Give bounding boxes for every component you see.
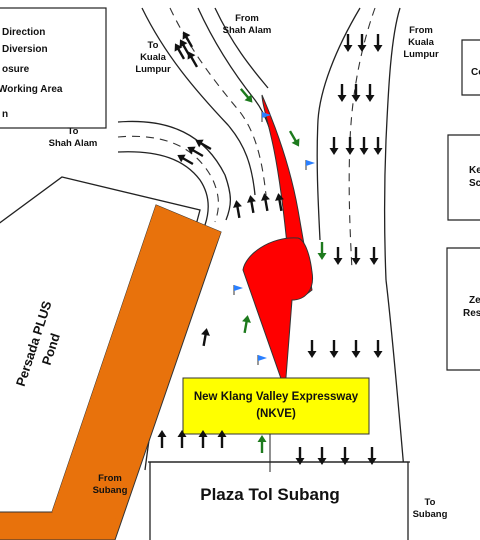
direction-arrow — [343, 34, 353, 52]
plaza-tol-subang-label: Plaza Tol Subang — [200, 485, 339, 504]
direction-arrow — [275, 193, 284, 212]
direction-arrow — [182, 31, 194, 48]
diversion-arrow — [288, 130, 300, 147]
direction-arrow — [177, 430, 187, 448]
warning-flag-icon — [257, 355, 267, 365]
from-shah-alam-2: Shah Alam — [223, 25, 272, 36]
from-kuala-lumpur-3: Lumpur — [403, 49, 439, 60]
legend-item-diversion: Diversion — [2, 44, 48, 55]
diversion-arrow — [242, 315, 251, 334]
from-subang-2: Subang — [93, 485, 128, 496]
right-box-label-2b: Sc — [469, 178, 480, 189]
toll-plaza: Plaza Tol Subang — [148, 410, 410, 540]
direction-arrow — [195, 139, 212, 151]
from-shah-alam-1: From — [235, 13, 259, 24]
direction-arrow — [201, 328, 210, 347]
to-subang-2: Subang — [413, 509, 448, 520]
direction-arrow — [329, 137, 339, 155]
direction-arrow — [177, 154, 194, 166]
direction-arrow — [373, 340, 383, 358]
direction-arrow — [295, 447, 305, 465]
direction-arrow — [373, 137, 383, 155]
direction-arrow — [157, 430, 167, 448]
to-kuala-lumpur-2: Kuala — [140, 52, 167, 63]
legend-item-closure: osure — [2, 64, 30, 75]
diversion-arrow — [257, 435, 267, 453]
direction-arrow — [373, 34, 383, 52]
right-box-label-2a: Ke — [469, 165, 480, 176]
direction-arrow — [174, 43, 186, 60]
direction-arrow — [187, 51, 199, 68]
from-kuala-lumpur-1: From — [409, 25, 433, 36]
direction-arrow — [261, 193, 270, 212]
direction-arrow — [351, 340, 361, 358]
direction-arrow — [340, 447, 350, 465]
arrows-layer — [157, 31, 383, 465]
warning-flag-icon — [261, 112, 271, 122]
flags-layer — [233, 112, 315, 365]
warning-flag-icon — [305, 160, 315, 170]
direction-arrow — [233, 200, 242, 219]
direction-arrow — [369, 247, 379, 265]
legend-item-extra: n — [2, 109, 8, 120]
to-shah-alam-1: To — [68, 126, 79, 137]
warning-flag-icon — [233, 285, 243, 295]
direction-arrow — [317, 447, 327, 465]
legend-item-working-area: Working Area — [0, 84, 63, 95]
diversion-arrow — [239, 88, 253, 103]
direction-arrow — [367, 447, 377, 465]
direction-arrow — [351, 247, 361, 265]
highway-name-box: New Klang Valley Expressway (NKVE) — [182, 377, 370, 435]
diversion-arrow — [317, 242, 327, 260]
closure-zone — [242, 94, 314, 391]
direction-arrow — [337, 84, 347, 102]
direction-arrow — [198, 430, 208, 448]
right-box-label-1: Co — [471, 67, 480, 78]
legend-item-direction: Direction — [2, 27, 45, 38]
direction-arrow — [247, 195, 256, 214]
highway-name-label: New Klang Valley Expressway — [194, 391, 359, 403]
direction-arrow — [357, 34, 367, 52]
from-subang-1: From — [98, 473, 122, 484]
to-kuala-lumpur-3: Lumpur — [135, 64, 171, 75]
to-subang-1: To — [425, 497, 436, 508]
highway-code-label: (NKVE) — [256, 408, 296, 420]
legend: Direction Diversion osure Working Area n — [0, 7, 107, 129]
direction-arrow — [359, 137, 369, 155]
to-kuala-lumpur-1: To — [148, 40, 159, 51]
from-kuala-lumpur-2: Kuala — [408, 37, 435, 48]
place-labels: To Kuala Lumpur From Shah Alam From Kual… — [49, 13, 448, 520]
right-box-label-3a: Ze — [469, 295, 480, 306]
right-box-label-3b: Res — [463, 308, 480, 319]
direction-arrow — [329, 340, 339, 358]
to-shah-alam-2: Shah Alam — [49, 138, 98, 149]
direction-arrow — [365, 84, 375, 102]
direction-arrow — [333, 247, 343, 265]
direction-arrow — [217, 430, 227, 448]
right-buildings: Co Ke Sc Ze Res — [446, 39, 480, 371]
direction-arrow — [187, 146, 204, 158]
direction-arrow — [345, 137, 355, 155]
lane-markings — [117, 7, 376, 271]
direction-arrow — [351, 84, 361, 102]
direction-arrow — [307, 340, 317, 358]
